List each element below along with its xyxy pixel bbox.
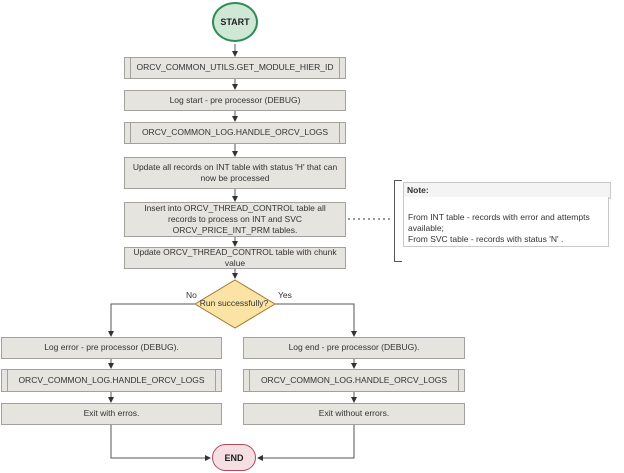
note-line: From SVC table - records with status 'N'… <box>408 234 564 245</box>
step-log-error: Log error - pre processor (DEBUG). <box>1 337 222 359</box>
decision-no-label: No <box>186 290 197 300</box>
step-log-end: Log end - pre processor (DEBUG). <box>243 337 465 359</box>
step-update-chunk: Update ORCV_THREAD_CONTROL table with ch… <box>124 247 346 269</box>
end-node: END <box>212 444 256 471</box>
step-log-start: Log start - pre processor (DEBUG) <box>124 90 346 111</box>
decision-label: Run successfully? <box>199 298 269 309</box>
note-line: From INT table - records with error and … <box>408 212 590 222</box>
connector-decision-yes <box>275 303 357 337</box>
connector-left-to-end <box>110 425 211 461</box>
step-insert-thread-control: Insert into ORCV_THREAD_CONTROL table al… <box>124 202 346 237</box>
note-line: available; <box>408 223 444 234</box>
note-body: From INT table - records with error and … <box>403 197 609 247</box>
step-handle-logs-error: ORCV_COMMON_LOG.HANDLE_ORCV_LOGS <box>1 369 222 392</box>
step-exit-with-errors: Exit with erros. <box>1 403 222 425</box>
start-node: START <box>212 2 258 42</box>
connector-decision-no <box>108 303 195 337</box>
step-get-module-hier-id: ORCV_COMMON_UTILS.GET_MODULE_HIER_ID <box>124 57 346 79</box>
step-exit-without-errors: Exit without errors. <box>243 403 465 425</box>
step-handle-logs-1: ORCV_COMMON_LOG.HANDLE_ORCV_LOGS <box>124 122 346 144</box>
connector-right-to-end <box>257 425 355 461</box>
note-title: Note: <box>407 185 429 195</box>
decision-yes-label: Yes <box>278 290 292 300</box>
step-update-int: Update all records on INT table with sta… <box>124 157 346 189</box>
step-handle-logs-success: ORCV_COMMON_LOG.HANDLE_ORCV_LOGS <box>243 369 465 392</box>
note-annotation: Note: From INT table - records with erro… <box>394 180 622 262</box>
decision-diamond <box>194 279 276 329</box>
